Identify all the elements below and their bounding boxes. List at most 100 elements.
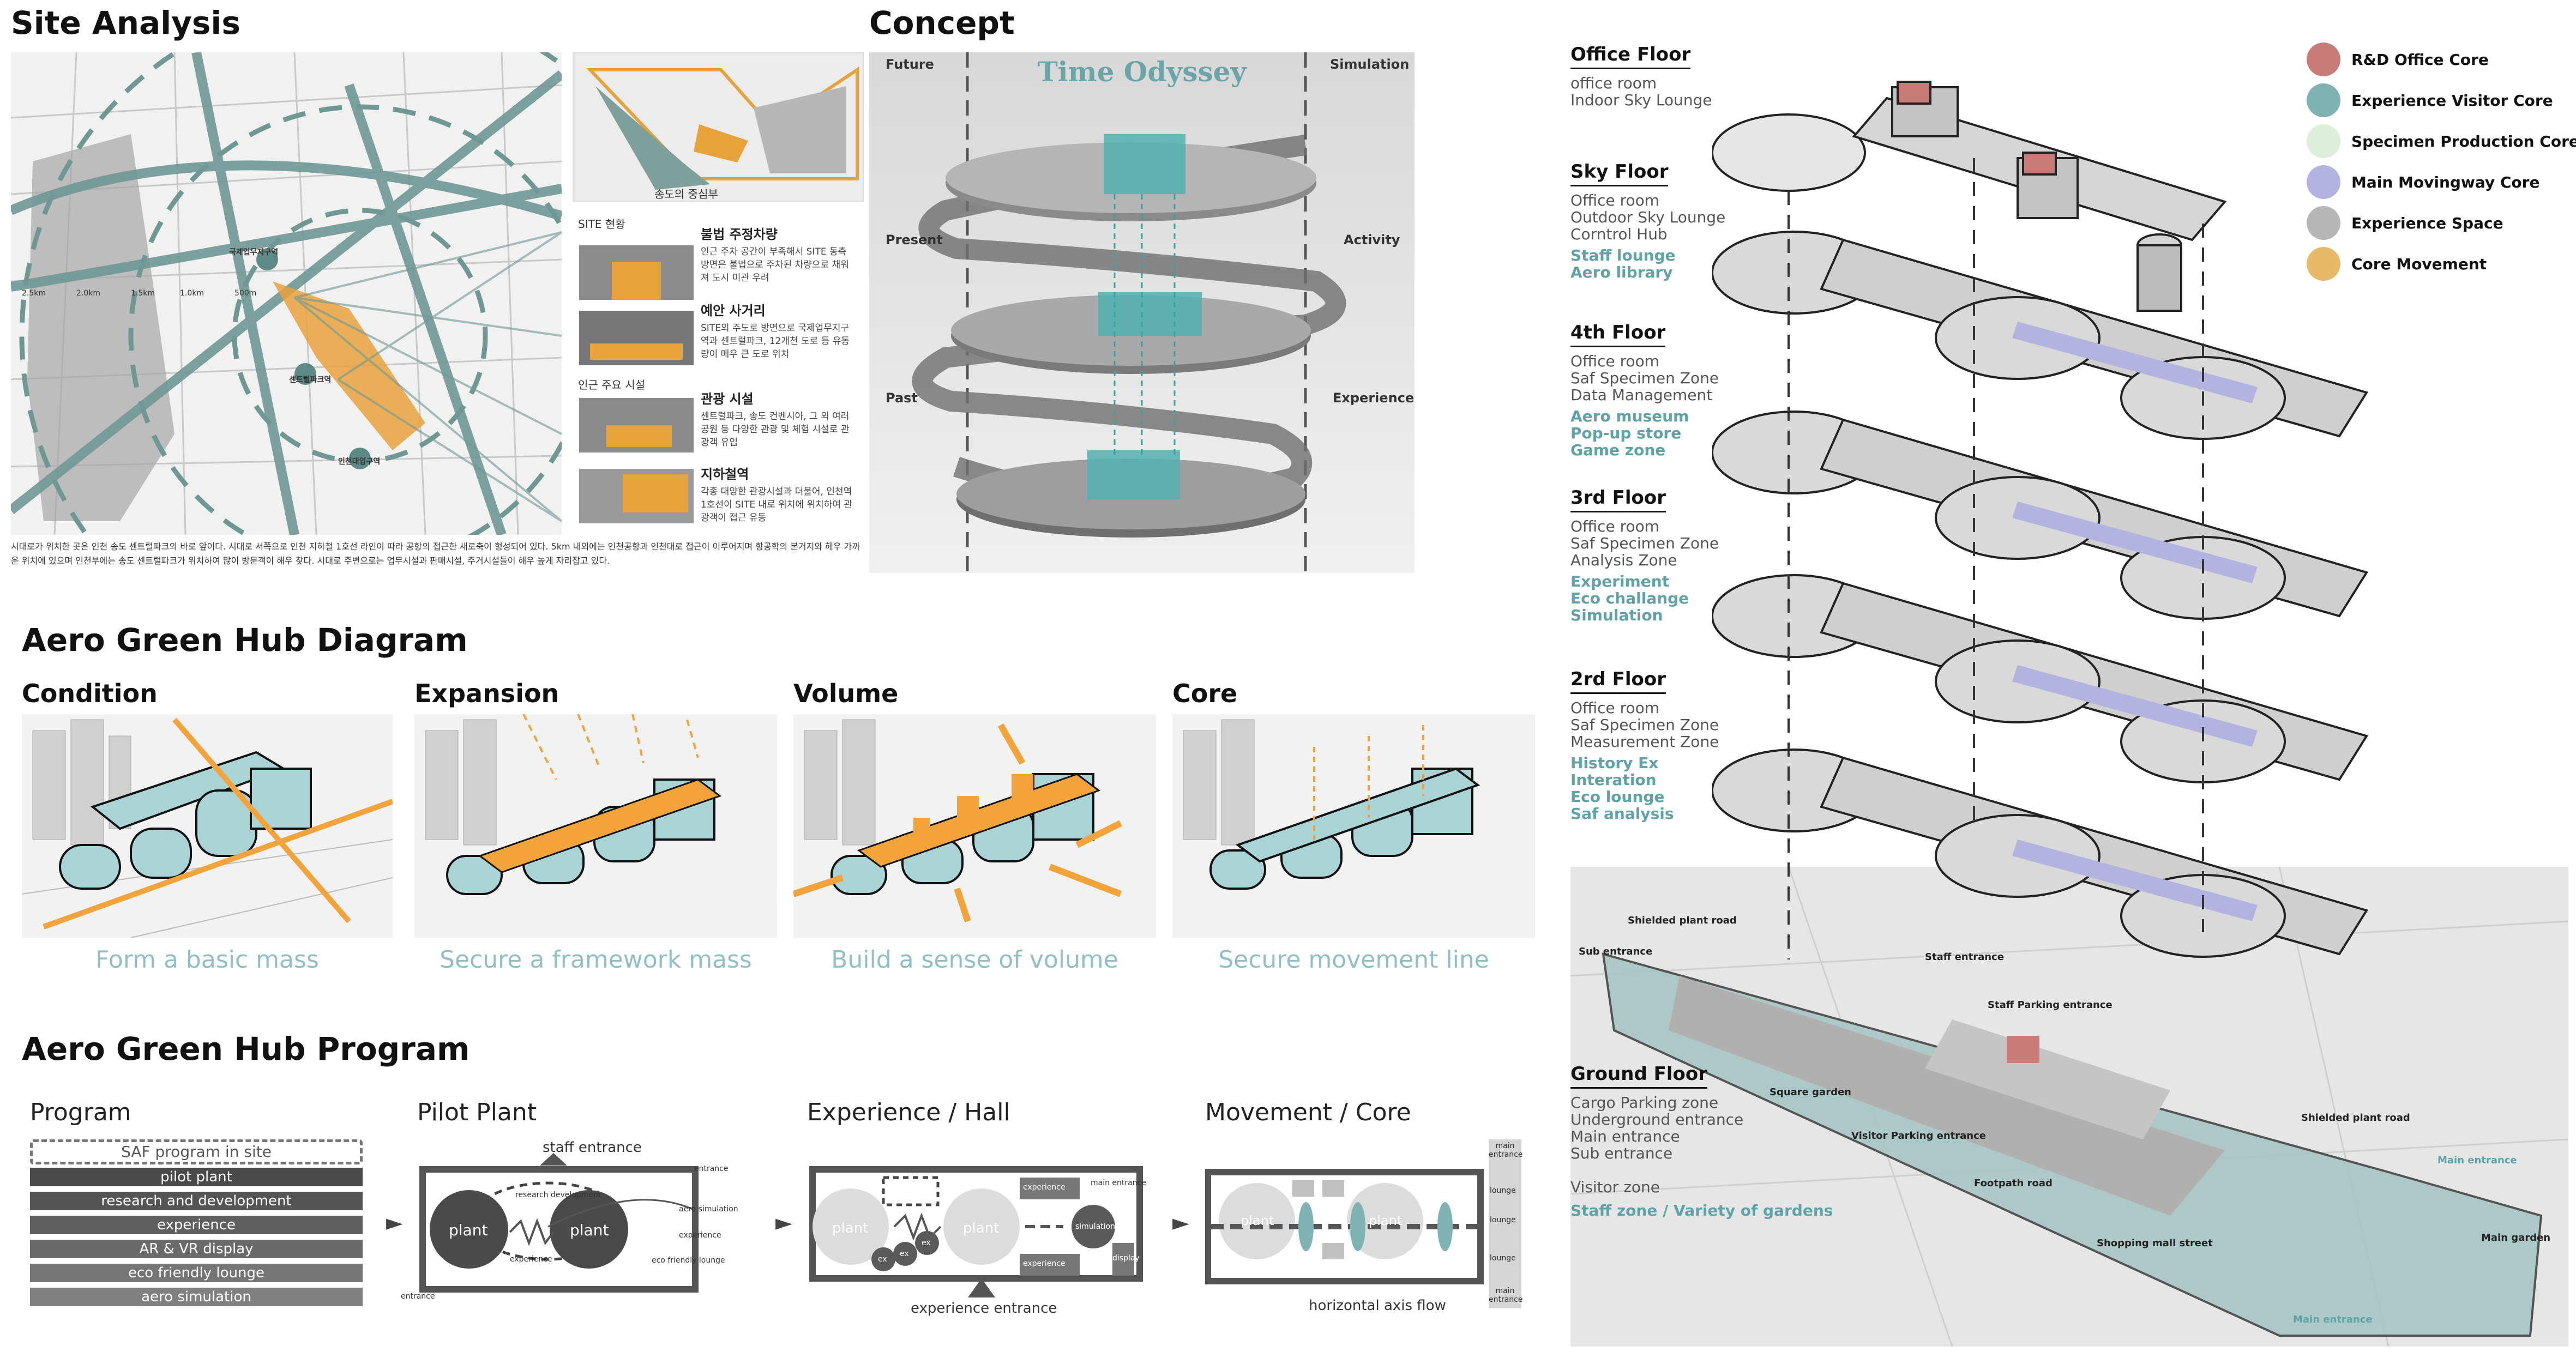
floor-3rd-hl-3: Simulation xyxy=(1570,606,1663,624)
program-col-3: Experience / Hall xyxy=(807,1098,1010,1126)
floor-ground-hl-1: Staff zone / Variety of gardens xyxy=(1570,1202,1833,1220)
floor-4th-hl-3: Game zone xyxy=(1570,441,1666,459)
floor-slab-4 xyxy=(1712,749,2369,958)
legend-row-4: Main Movingway Core xyxy=(2307,165,2539,199)
step-2-caption: Secure a framework mass xyxy=(440,946,752,974)
diagram-title: Aero Green Hub Diagram xyxy=(22,621,468,659)
hall-ex-3: ex xyxy=(922,1239,931,1247)
ground-label-11: Main garden xyxy=(2481,1232,2551,1244)
floor-2nd-line-1: Office room xyxy=(1570,699,1660,717)
site-map: 국제업무지구역 센트럴파크역 인천대입구역 2.5km 2.0km 1.5km … xyxy=(11,52,562,535)
hall-plant-2: plant xyxy=(963,1220,1000,1236)
concept-label-simulation: Simulation xyxy=(1330,57,1410,72)
floor-2nd: 2rd Floor Office room Saf Specimen Zone … xyxy=(1570,668,1799,822)
legend-dot-4 xyxy=(2307,165,2340,199)
concept-label-activity: Activity xyxy=(1344,232,1400,248)
concept-label-experience: Experience xyxy=(1333,390,1415,406)
floor-2nd-title: 2rd Floor xyxy=(1570,668,1666,694)
map-label-2: 센트럴파크역 xyxy=(289,376,332,384)
program-title: Aero Green Hub Program xyxy=(22,1030,470,1067)
ground-label-12: Main entrance xyxy=(2293,1314,2373,1325)
site-analysis-title: Site Analysis xyxy=(11,4,240,41)
step-1-diagram xyxy=(22,714,393,938)
ring-label-1: 2.5km xyxy=(22,289,46,298)
move-side-4: lounge xyxy=(1490,1254,1516,1263)
site-item-4-title: 지하철역 xyxy=(701,467,749,482)
legend-dot-5 xyxy=(2307,206,2340,240)
concept-label-past: Past xyxy=(886,390,918,406)
floor-office-title: Office Floor xyxy=(1570,44,1691,69)
legend-dot-3 xyxy=(2307,124,2340,158)
move-side-5: main entrance xyxy=(1489,1287,1523,1304)
legend-label-3: Specimen Production Core xyxy=(2351,132,2576,150)
site-photo-4 xyxy=(579,469,694,523)
ring-label-3: 1.5km xyxy=(131,289,155,298)
floor-2nd-line-3: Measurement Zone xyxy=(1570,733,1719,751)
program-bar-2: research and development xyxy=(30,1192,363,1210)
program-bar-5: eco friendly lounge xyxy=(30,1264,363,1282)
floor-office-line-1: office room xyxy=(1570,74,1657,92)
floor-slab-1 xyxy=(1712,231,2369,440)
floor-ground-line-1: Cargo Parking zone xyxy=(1570,1094,1719,1112)
concept-label-present: Present xyxy=(886,232,943,248)
floor-sky-title: Sky Floor xyxy=(1570,161,1669,186)
site-item-1-title: 불법 주정차량 xyxy=(701,227,778,242)
program-bar-6: aero simulation xyxy=(30,1288,363,1306)
legend-dot-1 xyxy=(2307,43,2340,76)
floor-office-line-2: Indoor Sky Lounge xyxy=(1570,91,1712,109)
floor-sky-line-1: Office room xyxy=(1570,191,1660,209)
site-paragraph: 시대로가 위치한 곳은 인천 송도 센트럴파크의 바로 앞이다. 시대로 서쪽으… xyxy=(11,541,860,566)
step-1-caption: Form a basic mass xyxy=(95,946,319,974)
inset-map xyxy=(573,52,864,202)
site-item-3-text: 센트럴파크, 송도 컨벤시아, 그 외 여러 공원 등 다양한 관광 및 체험 … xyxy=(701,411,850,448)
pilot-experience: experience xyxy=(510,1255,552,1264)
site-photo-3 xyxy=(579,398,694,452)
legend-dot-2 xyxy=(2307,83,2340,117)
floor-slab-2 xyxy=(1712,411,2369,620)
move-plant-2: plant xyxy=(1369,1213,1403,1228)
move-plant-1: plant xyxy=(1241,1213,1274,1228)
saf-program-box: SAF program in site xyxy=(30,1139,363,1164)
floor-3rd-line-2: Saf Specimen Zone xyxy=(1570,534,1719,552)
legend-row-1: R&D Office Core xyxy=(2307,43,2489,76)
step-3-caption: Build a sense of volume xyxy=(831,946,1118,974)
ring-label-4: 1.0km xyxy=(180,289,204,298)
floor-3rd-hl-1: Experiment xyxy=(1570,572,1670,590)
floor-ground-line-4: Sub entrance xyxy=(1570,1144,1673,1162)
legend-label-6: Core Movement xyxy=(2351,255,2487,273)
floor-2nd-hl-1: History Ex xyxy=(1570,754,1659,772)
pilot-plant-diagram: staff entrance plant plant research deve… xyxy=(401,1139,755,1314)
ground-label-1: Shielded plant road xyxy=(1628,915,1737,926)
program-col-2: Pilot Plant xyxy=(417,1098,537,1126)
hall-ex-2: ex xyxy=(900,1250,909,1258)
move-horizontal-axis: horizontal axis flow xyxy=(1309,1297,1446,1314)
floor-4th-line-1: Office room xyxy=(1570,352,1660,370)
ground-label-2: Sub entrance xyxy=(1579,946,1653,957)
pilot-rnd: research development xyxy=(515,1191,601,1199)
floor-ground-line-3: Main entrance xyxy=(1570,1127,1680,1145)
floor-3rd: 3rd Floor Office room Saf Specimen Zone … xyxy=(1570,487,1799,624)
hall-display: display xyxy=(1112,1254,1140,1263)
floor-4th-line-3: Data Management xyxy=(1570,386,1713,404)
sub-heading: 인근 주요 시설 xyxy=(578,378,646,391)
pilot-side-4: eco friendly lounge xyxy=(652,1256,725,1265)
floor-ground-title: Ground Floor xyxy=(1570,1063,1707,1089)
concept-image: Time Odyssey Future Present Past Simulat… xyxy=(869,52,1415,573)
floor-ground-line-6: Visitor zone xyxy=(1570,1178,1660,1196)
floor-3rd-line-3: Analysis Zone xyxy=(1570,551,1677,569)
hall-experience-1: experience xyxy=(1023,1183,1066,1192)
hall-experience-entrance: experience entrance xyxy=(911,1300,1057,1317)
floor-4th: 4th Floor Office room Saf Specimen Zone … xyxy=(1570,322,1799,458)
ground-label-10: Shopping mall street xyxy=(2097,1238,2213,1249)
map-label-3: 인천대입구역 xyxy=(338,457,381,466)
floor-3rd-title: 3rd Floor xyxy=(1570,487,1666,512)
ground-label-5: Square garden xyxy=(1770,1087,1851,1098)
floor-2nd-line-2: Saf Specimen Zone xyxy=(1570,716,1719,734)
site-item-2-text: SITE의 주도로 방면으로 국제업무지구역과 센트럴파크, 12개천 도로 등… xyxy=(701,323,850,360)
program-col-4: Movement / Core xyxy=(1205,1098,1411,1126)
arrow-3: ► xyxy=(1172,1210,1189,1235)
ground-label-3: Staff entrance xyxy=(1925,951,2004,963)
legend-label-4: Main Movingway Core xyxy=(2351,173,2540,191)
floor-slab-3 xyxy=(1712,574,2369,783)
floor-ground: Ground Floor Cargo Parking zone Undergro… xyxy=(1570,1063,1833,1220)
